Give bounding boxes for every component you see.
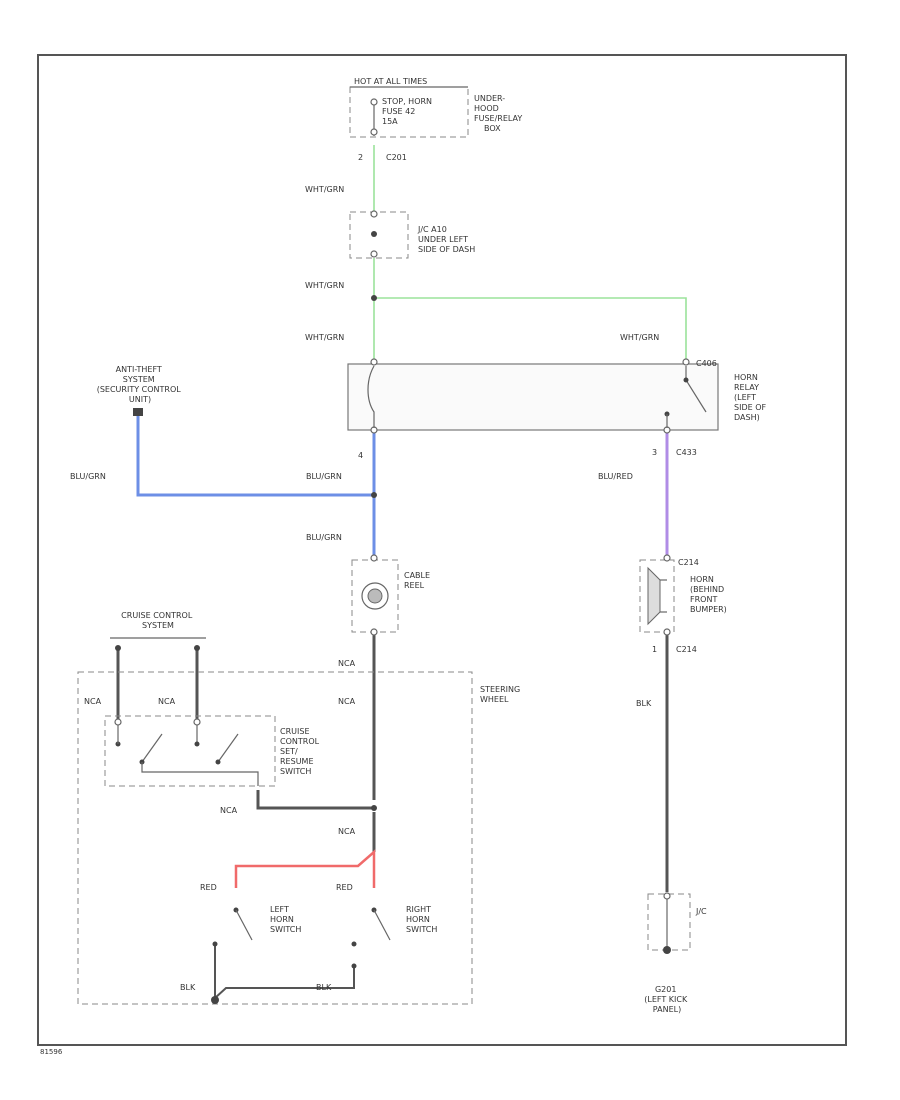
- wire-nca-cruise: [256, 790, 374, 810]
- right-horn-switch-contact: [373, 909, 391, 941]
- horn-connector-bottom: C214: [676, 645, 697, 654]
- wire-red: [234, 849, 376, 888]
- wire-label-wht-grn-2: WHT/GRN: [305, 281, 344, 290]
- wire-label-nca-3: NCA: [84, 697, 102, 706]
- wire-label-wht-grn-1: WHT/GRN: [305, 185, 344, 194]
- wire-blu-grn-security: [136, 415, 374, 497]
- relay-label: HORN RELAY (LEFT SIDE OF DASH): [734, 373, 769, 422]
- horn-label: HORN (BEHIND FRONT BUMPER): [690, 575, 727, 614]
- wire-label-blu-grn-2: BLU/GRN: [306, 472, 342, 481]
- relay-pin-left: 4: [358, 451, 363, 460]
- wire-label-wht-grn-4: WHT/GRN: [620, 333, 659, 342]
- ground-label: G201 (LEFT KICK PANEL): [644, 985, 690, 1014]
- cruise-system-label: CRUISE CONTROL SYSTEM: [121, 611, 195, 630]
- fuse-text: STOP, HORN FUSE 42 15A: [382, 97, 435, 126]
- relay-connector-bottom: C433: [676, 448, 697, 457]
- wire-label-nca-6: NCA: [338, 827, 356, 836]
- wire-label-red-right: RED: [336, 883, 353, 892]
- splice-wht-grn: [371, 295, 377, 301]
- underhood-fuse-box: [349, 86, 469, 138]
- cable-reel-label: CABLE REEL: [404, 571, 433, 590]
- wire-label-red-left: RED: [200, 883, 217, 892]
- wire-label-wht-grn-3: WHT/GRN: [305, 333, 344, 342]
- horn-icon: [647, 566, 661, 626]
- wire-label-blk-right: BLK: [316, 983, 332, 992]
- underhood-label: UNDER- HOOD FUSE/RELAY BOX: [474, 94, 525, 133]
- horn-connector: C214: [678, 558, 699, 567]
- cruise-switch-box: [104, 715, 276, 787]
- left-horn-switch-label: LEFT HORN SWITCH: [270, 905, 301, 934]
- wire-blk-switches: [214, 966, 355, 999]
- left-horn-switch-contact: [235, 909, 253, 941]
- cruise-switch-contact-1: [141, 733, 163, 763]
- ground-junction-box: [647, 893, 691, 951]
- fuse-pin: 2: [358, 153, 363, 162]
- wire-label-blu-grn-1: BLU/GRN: [70, 472, 106, 481]
- junction-a10-label: J/C A10 UNDER LEFT SIDE OF DASH: [417, 225, 475, 254]
- steering-ground-point: [211, 996, 219, 1004]
- relay-pin-right: 3: [652, 448, 657, 457]
- cruise-switch-label: CRUISE CONTROL SET/ RESUME SWITCH: [280, 727, 322, 776]
- wire-label-blu-grn-3: BLU/GRN: [306, 533, 342, 542]
- relay-coil: [367, 365, 375, 428]
- footer-code: 81596: [40, 1048, 63, 1056]
- security-unit-terminal: [133, 408, 143, 416]
- horn-pin-bottom: 1: [652, 645, 657, 654]
- wire-label-blk-left: BLK: [180, 983, 196, 992]
- wire-wht-grn-branch: [374, 297, 687, 360]
- junction-a10: [349, 211, 409, 259]
- horn-box: [639, 559, 675, 633]
- steering-wheel-label: STEERING WHEEL: [480, 685, 523, 704]
- cruise-switch-contact-2: [217, 733, 239, 763]
- wire-label-nca-4: NCA: [158, 697, 176, 706]
- ground-jc-label: J/C: [695, 907, 707, 916]
- diagram-frame: [37, 54, 847, 1046]
- wire-label-nca-2: NCA: [338, 697, 356, 706]
- wire-label-blu-red: BLU/RED: [598, 472, 633, 481]
- security-unit-label: ANTI-THEFT SYSTEM (SECURITY CONTROL UNIT…: [97, 365, 184, 404]
- wire-label-nca-1: NCA: [338, 659, 356, 668]
- horn-relay-box: [347, 363, 719, 431]
- fuse-connector: C201: [386, 153, 407, 162]
- right-horn-switch-label: RIGHT HORN SWITCH: [406, 905, 437, 934]
- ground-point-g201: [663, 946, 671, 954]
- wire-label-nca-5: NCA: [220, 806, 238, 815]
- steering-wheel-box: [77, 671, 473, 1005]
- wire-label-blk-horn: BLK: [636, 699, 652, 708]
- splice-nca: [371, 805, 377, 811]
- splice-blu-grn: [371, 492, 377, 498]
- power-label: HOT AT ALL TIMES: [354, 77, 427, 86]
- relay-connector: C406: [696, 359, 717, 368]
